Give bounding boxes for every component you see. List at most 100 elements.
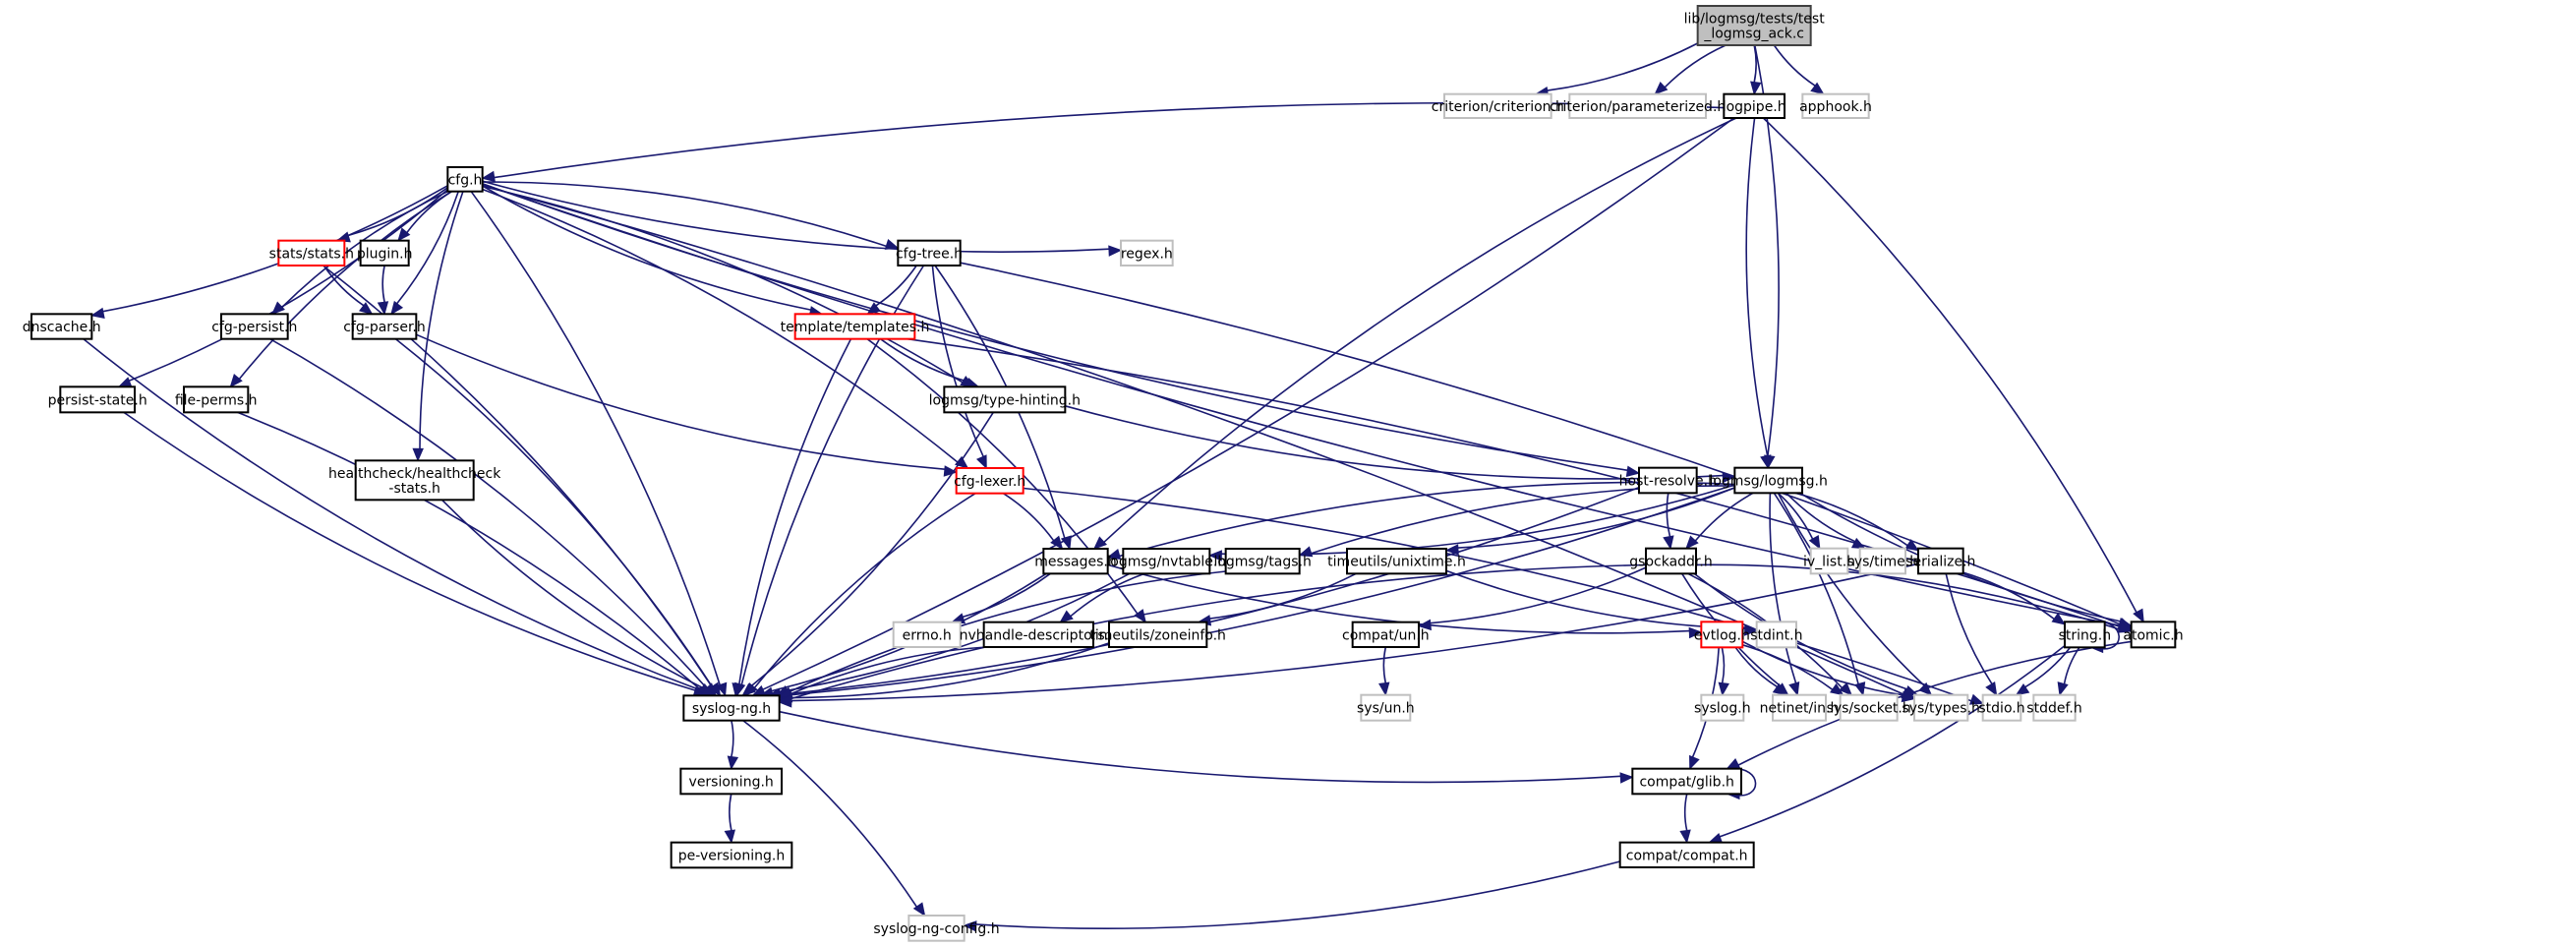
arrowhead-icon <box>727 755 739 770</box>
edge-cfg-to-persiststate <box>117 189 448 387</box>
edge-line <box>1945 573 1993 685</box>
edge-string-to-stddef <box>2057 646 2080 696</box>
node-box <box>1772 693 1827 722</box>
node-cfgpersist[interactable]: cfg-persist.h <box>211 313 297 340</box>
node-box <box>955 467 1025 495</box>
node-box <box>1346 548 1447 575</box>
edge-line <box>788 570 1226 693</box>
node-label: evtlog.h <box>1694 627 1750 643</box>
arrowhead-icon <box>724 829 735 844</box>
node-nvtable[interactable]: logmsg/nvtable.h <box>1106 548 1226 575</box>
node-label: syslog.h <box>1694 701 1751 717</box>
node-box <box>354 459 475 502</box>
edge-root-to-criterion <box>1534 42 1699 98</box>
edge-line <box>779 710 1621 784</box>
edge-cfg-to-cfgtree <box>482 181 900 250</box>
node-unixtime[interactable]: timeutils/unixtime.h <box>1327 548 1466 575</box>
arrowhead-icon <box>1685 535 1699 550</box>
node-fileperms[interactable]: file-perms.h <box>175 385 258 414</box>
node-logpipe[interactable]: logpipe.h <box>1723 92 1786 119</box>
edge-line <box>875 265 917 307</box>
node-label: gsockaddr.h <box>1629 555 1712 570</box>
edge-versioning-to-peversioning <box>724 794 735 844</box>
edge-string-to-compatcompat <box>1708 644 2066 844</box>
node-persiststate[interactable]: persist-state.h <box>48 385 147 414</box>
node-label: healthcheck/healthcheck <box>328 466 501 482</box>
node-label: plugin.h <box>357 246 413 262</box>
node-cfg[interactable]: cfg.h <box>446 166 484 193</box>
arrowhead-icon <box>975 454 987 470</box>
node-zoneinfo[interactable]: timeutils/zoneinfo.h <box>1089 621 1226 649</box>
node-compatglib[interactable]: compat/glib.h <box>1631 767 1743 796</box>
node-atomic[interactable]: atomic.h <box>2123 621 2184 649</box>
node-messages[interactable]: messages.h <box>1034 548 1117 575</box>
edge-line <box>1664 44 1727 89</box>
node-gsockaddr[interactable]: gsockaddr.h <box>1629 547 1713 575</box>
node-cfglexer[interactable]: cfg-lexer.h <box>954 467 1025 495</box>
arrowhead-icon <box>1743 624 1758 636</box>
arrowhead-icon <box>397 227 411 242</box>
arrowhead-icon <box>1772 682 1787 696</box>
edge-line <box>470 191 721 685</box>
node-label: cfg-tree.h <box>896 246 963 262</box>
node-string[interactable]: string.h <box>2059 621 2112 649</box>
node-label: nvhandle-descriptors.h <box>960 627 1118 643</box>
edge-logmsg-to-netinet <box>1769 493 1800 696</box>
edge-line <box>2024 646 2072 688</box>
node-peversioning[interactable]: pe-versioning.h <box>670 841 793 869</box>
node-typehinting[interactable]: logmsg/type-hinting.h <box>929 385 1081 414</box>
node-cfgparser[interactable]: cfg-parser.h <box>343 313 426 340</box>
edge-cfg-to-healthcheck <box>412 191 464 462</box>
edge-logmsg-to-syslogng <box>778 487 1735 702</box>
arrowhead-icon <box>1654 81 1669 95</box>
edge-cfglexer-to-syslogng <box>744 493 976 697</box>
edge-line <box>1777 492 1814 540</box>
edge-logpipe-to-atomic <box>1762 117 2144 623</box>
node-label: -stats.h <box>388 481 440 497</box>
arrowhead-icon <box>412 447 424 462</box>
node-box <box>1839 693 1899 722</box>
node-healthcheck[interactable]: healthcheck/healthcheck-stats.h <box>328 459 501 502</box>
arrowhead-icon <box>2118 621 2133 633</box>
arrowhead-icon <box>1106 548 1122 561</box>
node-templates[interactable]: template/templates.h <box>781 313 930 340</box>
node-label: iv_list.h <box>1803 555 1855 570</box>
edge-line <box>123 411 696 691</box>
node-label: errno.h <box>903 627 952 643</box>
node-logmsg[interactable]: logmsg/logmsg.h <box>1709 466 1828 495</box>
node-stats[interactable]: stats/stats.h <box>269 239 354 267</box>
node-nvhandle[interactable]: nvhandle-descriptors.h <box>960 621 1118 649</box>
node-box <box>30 313 93 340</box>
edge-serialize-to-string <box>1962 571 2067 625</box>
node-label: criterion/parameterized.h <box>1550 99 1726 115</box>
node-label: logpipe.h <box>1723 99 1786 115</box>
arrowhead-icon <box>963 920 977 932</box>
arrowhead-icon <box>1663 535 1674 550</box>
arrowhead-icon <box>1810 82 1825 95</box>
node-evtlog[interactable]: evtlog.h <box>1694 621 1750 649</box>
node-plugin[interactable]: plugin.h <box>357 239 413 267</box>
edge-line <box>1721 647 1726 683</box>
node-box <box>1360 693 1412 722</box>
edge-persiststate-to-syslogng <box>123 411 708 698</box>
node-serialize[interactable]: serialize.h <box>1905 547 1975 575</box>
node-versioning[interactable]: versioning.h <box>679 767 783 796</box>
node-cfgtree[interactable]: cfg-tree.h <box>896 239 963 267</box>
edge-line <box>269 338 708 689</box>
arrowhead-icon <box>1788 681 1800 696</box>
node-compatcompat[interactable]: compat/compat.h <box>1618 841 1755 869</box>
edge-line <box>790 563 1647 700</box>
edge-line <box>962 572 1051 619</box>
node-compatun[interactable]: compat/un.h <box>1342 621 1430 649</box>
node-box <box>682 694 781 722</box>
node-box <box>1913 693 1969 722</box>
node-dnscache[interactable]: dnscache.h <box>23 313 101 340</box>
node-box <box>1351 621 1420 649</box>
node-syslogng[interactable]: syslog-ng.h <box>682 694 781 722</box>
node-tags[interactable]: logmsg/tags.h <box>1213 548 1312 575</box>
node-box <box>183 385 250 414</box>
edge-compatun-to-sysun <box>1378 646 1390 696</box>
node-hostresolve[interactable]: host-resolve.h <box>1619 466 1717 495</box>
node-box <box>907 915 966 942</box>
arrowhead-icon <box>1298 546 1314 558</box>
